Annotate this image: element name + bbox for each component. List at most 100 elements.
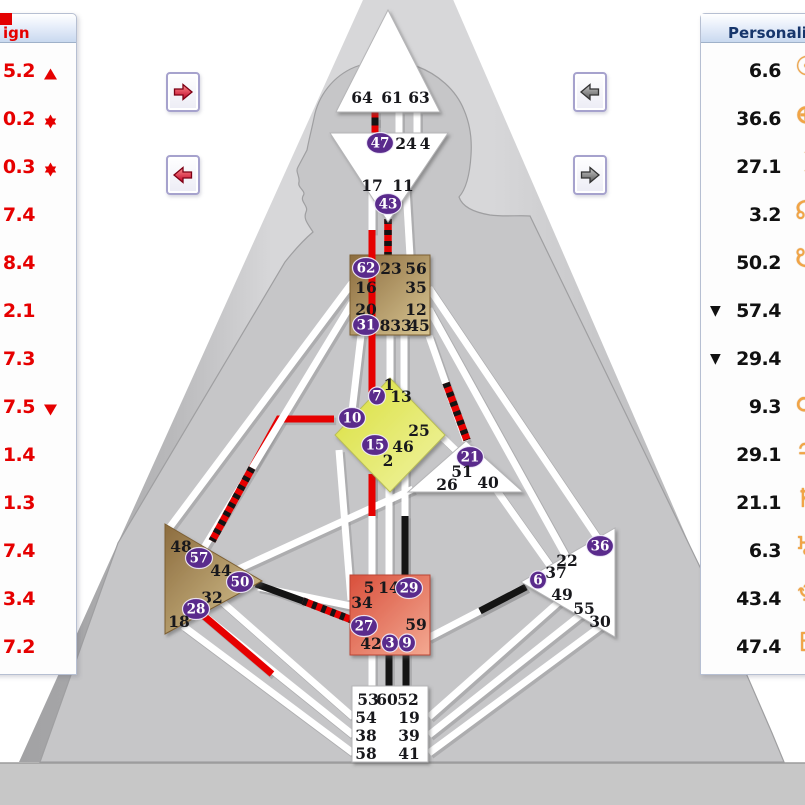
gate-25: 25 bbox=[408, 421, 430, 440]
gate-23: 23 bbox=[380, 259, 402, 278]
activation-value: 8.4 bbox=[2, 252, 36, 274]
gate-35: 35 bbox=[405, 278, 427, 297]
design-row-2: 0.2 bbox=[0, 107, 76, 131]
gate-21-circle bbox=[455, 445, 485, 469]
activation-value: 2.1 bbox=[2, 300, 36, 322]
gate-41: 41 bbox=[398, 744, 420, 763]
planet-glyph: ☋ bbox=[795, 246, 805, 272]
gate-60: 60 bbox=[376, 690, 398, 709]
channel-45-21-striped bbox=[442, 381, 471, 442]
gate-7: 7 bbox=[372, 389, 381, 405]
personality-panel: Personali 6.6☉36.6⊕27.1☽3.2☊50.2☋57.4▼29… bbox=[700, 13, 805, 675]
activation-value: 47.4 bbox=[736, 636, 781, 658]
gate-36: 36 bbox=[591, 539, 610, 555]
gate-43: 43 bbox=[379, 197, 398, 213]
personality-panel-header: Personali bbox=[701, 14, 805, 43]
channel-27-50-striped bbox=[301, 597, 354, 624]
gate-26: 26 bbox=[436, 475, 458, 494]
design-row-11: 7.4 bbox=[0, 539, 76, 563]
design-prev-button[interactable] bbox=[166, 155, 200, 195]
channel-18-58 bbox=[180, 623, 356, 756]
gate-27: 27 bbox=[355, 619, 374, 635]
design-color-chip bbox=[0, 13, 12, 25]
gate-19: 19 bbox=[398, 708, 420, 727]
design-next-button[interactable] bbox=[166, 72, 200, 112]
design-row-10: 1.3 bbox=[0, 491, 76, 515]
design-row-6: 2.1 bbox=[0, 299, 76, 323]
channel-55-39 bbox=[426, 610, 586, 738]
personality-row-4: 3.2☊ bbox=[701, 198, 805, 227]
floor-strip bbox=[0, 763, 805, 805]
gate-39: 39 bbox=[398, 726, 420, 745]
activation-value: 29.1 bbox=[736, 444, 781, 466]
gate-4: 4 bbox=[420, 134, 431, 153]
design-panel-title: ign bbox=[3, 24, 30, 42]
design-row-4: 7.4 bbox=[0, 203, 76, 227]
gate-52: 52 bbox=[397, 690, 419, 709]
planet-glyph: ♃ bbox=[795, 438, 805, 464]
gate-24: 24 bbox=[395, 134, 417, 153]
gate-2: 2 bbox=[383, 451, 394, 470]
planet-glyph: ♆ bbox=[795, 582, 805, 608]
gate-63: 63 bbox=[408, 88, 430, 107]
gate-58: 58 bbox=[355, 744, 377, 763]
gate-13: 13 bbox=[390, 387, 412, 406]
gate-14: 14 bbox=[378, 578, 400, 597]
gate-28-circle bbox=[181, 597, 211, 621]
activation-value: 1.4 bbox=[2, 444, 36, 466]
gate-6: 6 bbox=[533, 573, 542, 589]
personality-row-11: 6.3♅ bbox=[701, 534, 805, 563]
gate-11: 11 bbox=[392, 176, 414, 195]
gate-29: 29 bbox=[400, 581, 419, 597]
planet-glyph: ☊ bbox=[795, 198, 805, 224]
channel-30-41 bbox=[426, 623, 604, 756]
personality-row-3: 27.1☽ bbox=[701, 150, 805, 179]
planet-glyph: ⊕ bbox=[795, 102, 805, 128]
design-row-1: 5.2 bbox=[0, 59, 76, 83]
gate-57-circle bbox=[184, 546, 214, 570]
activation-value: 50.2 bbox=[736, 252, 781, 274]
gate-29-circle bbox=[394, 576, 424, 600]
gate-38: 38 bbox=[355, 726, 377, 745]
design-row-8: 7.5 bbox=[0, 395, 76, 419]
red-arrow-left-icon bbox=[172, 166, 193, 184]
activation-value: 21.1 bbox=[736, 492, 781, 514]
personality-next-button[interactable] bbox=[573, 155, 607, 195]
gate-30: 30 bbox=[589, 612, 611, 631]
channel-59-6-black bbox=[478, 583, 528, 615]
gate-51: 51 bbox=[451, 462, 473, 481]
planet-glyph: ♅ bbox=[795, 534, 805, 560]
personality-row-1: 6.6☉ bbox=[701, 54, 805, 83]
activation-value: 7.4 bbox=[2, 204, 36, 226]
personality-row-9: 29.1 ♃ bbox=[701, 438, 805, 467]
gate-8: 8 bbox=[380, 316, 391, 335]
design-row-12: 3.4 bbox=[0, 587, 76, 611]
channel-26-44 bbox=[230, 485, 415, 576]
center-solar-plexus bbox=[520, 527, 616, 638]
design-row-13: 7.2 bbox=[0, 635, 76, 659]
channel-10-57-striped bbox=[208, 466, 256, 543]
gate-12: 12 bbox=[405, 300, 427, 319]
marker-star bbox=[43, 112, 58, 136]
gate-15: 15 bbox=[366, 438, 385, 454]
gate-46: 46 bbox=[392, 437, 414, 456]
personality-row-7: 29.4▼ bbox=[701, 347, 805, 371]
activation-value: 57.4 bbox=[736, 300, 781, 322]
gate-62: 62 bbox=[357, 261, 376, 277]
gate-21: 21 bbox=[461, 450, 480, 466]
marker-star bbox=[43, 160, 58, 184]
gate-43-circle bbox=[373, 192, 403, 216]
gate-47: 47 bbox=[371, 136, 390, 152]
personality-row-12: 43.4♆ bbox=[701, 582, 805, 611]
personality-prev-button[interactable] bbox=[573, 72, 607, 112]
red-arrow-right-icon bbox=[173, 83, 194, 101]
gate-50-circle bbox=[225, 570, 255, 594]
channel-28-38-red bbox=[194, 607, 275, 677]
center-root bbox=[351, 685, 429, 763]
gate-20: 20 bbox=[355, 300, 377, 319]
gate-9: 9 bbox=[402, 636, 411, 652]
planet-glyph: ☉ bbox=[795, 54, 805, 80]
channel-35-36 bbox=[426, 286, 604, 545]
